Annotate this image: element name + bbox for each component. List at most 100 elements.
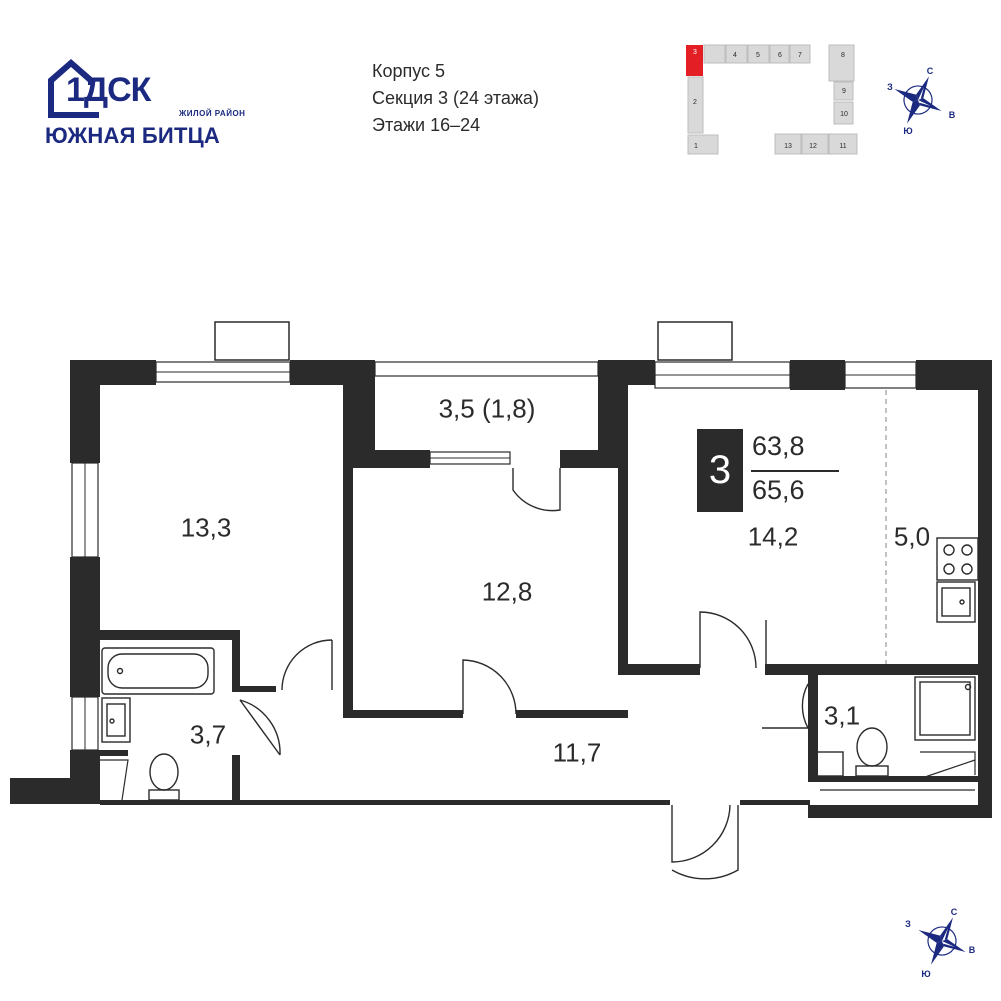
- wall: [353, 710, 463, 718]
- keyplan-section: [747, 44, 770, 64]
- keyplan-section: [725, 44, 748, 64]
- keyplan-section: [828, 133, 858, 155]
- svg-text:11: 11: [839, 143, 846, 150]
- room-area-living: 14,2: [747, 521, 799, 552]
- house-logo-icon: [48, 59, 99, 118]
- developer-logo: 1ДСК ЖИЛОЙ РАЙОН ЮЖНАЯ БИТЦА: [45, 55, 285, 150]
- wall: [790, 360, 845, 390]
- badge-divider: [751, 470, 839, 472]
- keyplan-section: [687, 76, 704, 134]
- svg-text:В: В: [949, 110, 956, 120]
- svg-text:3: 3: [693, 49, 697, 56]
- svg-text:Ю: Ю: [921, 969, 930, 979]
- door-swing: [462, 659, 517, 715]
- svg-text:З: З: [905, 919, 911, 929]
- wall: [232, 755, 240, 803]
- toilet-icon: [855, 765, 889, 777]
- keyplan-highlight: [686, 45, 703, 76]
- room-area-hall: 11,7: [552, 737, 602, 768]
- door-swing: [281, 639, 333, 691]
- svg-text:7: 7: [798, 52, 802, 59]
- section-label: Секция 3: [372, 88, 449, 108]
- keyplan-section: [789, 44, 811, 64]
- svg-text:12: 12: [809, 143, 817, 150]
- keyplan-section: [774, 133, 802, 155]
- wall: [232, 640, 240, 692]
- room-area-kitchen: 5,0: [893, 521, 931, 552]
- door-swing: [239, 699, 281, 756]
- svg-text:10: 10: [840, 111, 848, 118]
- sink-icon: [101, 697, 131, 743]
- wall: [628, 664, 700, 675]
- keyplan-section: [828, 44, 855, 82]
- ac-unit: [657, 321, 733, 361]
- svg-text:4: 4: [733, 52, 737, 59]
- compass-bottom-icon: С З В Ю: [905, 907, 976, 979]
- section-line: Секция 3 (24 этажа): [372, 85, 539, 112]
- svg-text:С: С: [927, 66, 934, 76]
- wall: [765, 664, 978, 675]
- wall: [916, 360, 978, 390]
- wall: [100, 800, 670, 805]
- svg-text:8: 8: [841, 52, 845, 59]
- compass-top-icon: С З В Ю: [887, 66, 956, 136]
- wall: [560, 450, 598, 468]
- wall: [10, 778, 100, 804]
- room-area-wc: 3,1: [823, 700, 861, 731]
- area-with-balcony: 65,6: [752, 475, 805, 505]
- section-floors: (24 этажа): [453, 88, 539, 108]
- wall: [375, 450, 430, 468]
- svg-text:В: В: [969, 945, 976, 955]
- bathtub-icon: [101, 647, 215, 695]
- stove-icon: [936, 537, 979, 581]
- svg-text:З: З: [887, 82, 893, 92]
- keyplan-section: [833, 101, 854, 125]
- wall: [618, 385, 628, 675]
- wall: [100, 750, 128, 756]
- ac-unit: [214, 321, 290, 361]
- toilet-icon: [148, 789, 180, 801]
- logo-name: ЮЖНАЯ БИТЦА: [45, 123, 220, 148]
- wall: [740, 800, 810, 805]
- keyplan-section: [801, 133, 829, 155]
- floors-label: Этажи 16–24: [372, 115, 481, 135]
- wall: [978, 360, 992, 818]
- door-swing: [512, 468, 561, 512]
- window: [374, 361, 599, 377]
- key-plan: 1 2 3 4 5 6 7 8 9 10 11 12 13: [686, 44, 858, 155]
- shower-icon: [914, 676, 976, 741]
- logo-brand: 1ДСК: [66, 71, 151, 109]
- wall: [100, 630, 240, 640]
- door-swing: [762, 683, 810, 729]
- wall: [70, 557, 100, 697]
- kitchen-sink-icon: [936, 581, 976, 623]
- room-area-balcony: 3,5 (1,8): [438, 393, 536, 424]
- svg-text:С: С: [951, 907, 958, 917]
- keyplan-section: [833, 81, 854, 101]
- keyplan-section: [769, 44, 790, 64]
- wall: [343, 385, 353, 718]
- room-area-bedroom-middle: 12,8: [481, 576, 533, 607]
- svg-text:1: 1: [694, 143, 698, 150]
- area-total: 63,8: [752, 431, 805, 461]
- wall: [598, 360, 655, 385]
- wall: [516, 710, 628, 718]
- wall: [808, 805, 978, 818]
- room-area-bedroom-left: 13,3: [180, 512, 232, 543]
- logo-tagline: ЖИЛОЙ РАЙОН: [179, 109, 246, 118]
- keyplan-section: [703, 44, 726, 64]
- svg-text:6: 6: [778, 52, 782, 59]
- door-swing: [699, 611, 757, 669]
- wall: [808, 776, 978, 782]
- wall: [353, 385, 375, 468]
- korpus-label: Корпус 5: [372, 61, 446, 81]
- wall: [290, 360, 375, 385]
- room-area-bathroom: 3,7: [189, 719, 227, 750]
- wall: [808, 675, 818, 780]
- keyplan-section: [687, 134, 719, 155]
- utility-box: [920, 751, 976, 775]
- entry-door-swing: [671, 804, 739, 880]
- svg-text:Ю: Ю: [903, 126, 912, 136]
- svg-text:13: 13: [784, 143, 792, 150]
